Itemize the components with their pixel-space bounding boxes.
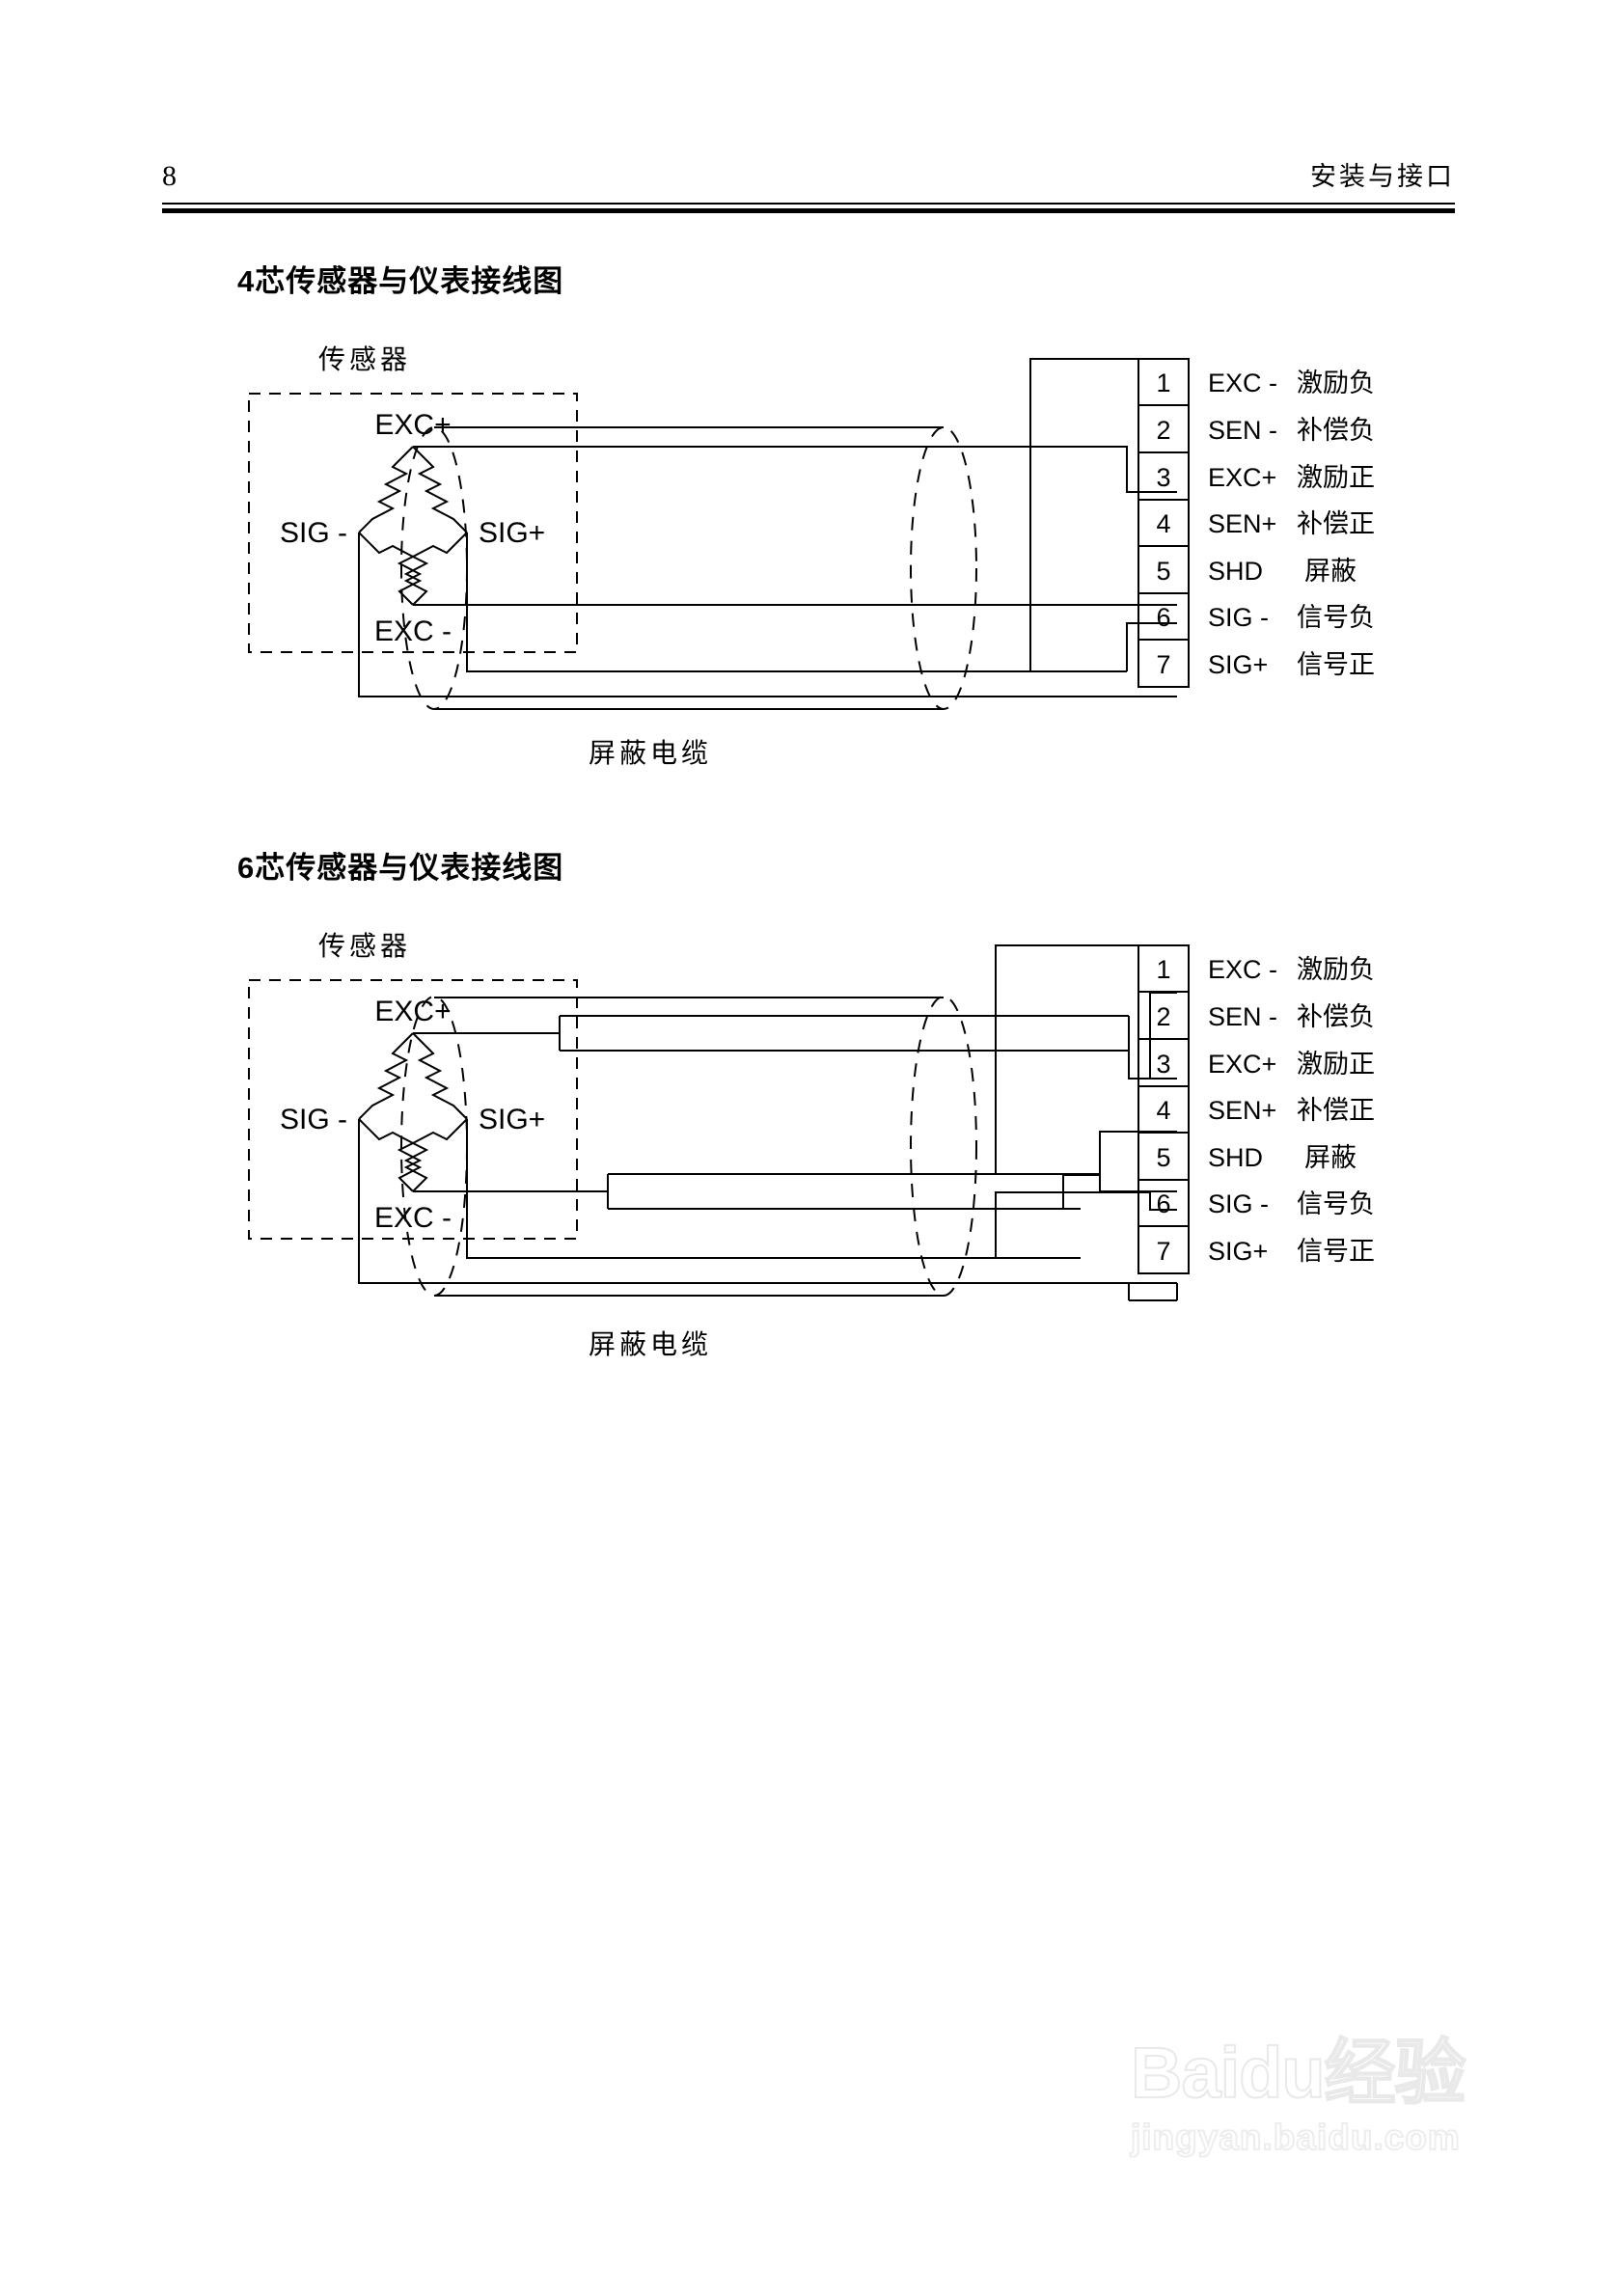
terminal-block-4core xyxy=(1137,358,1190,688)
terminal-code: EXC+ xyxy=(1208,463,1276,492)
terminal-name: 补偿正 xyxy=(1297,1096,1375,1125)
section-title-6core: 6芯传感器与仪表接线图 xyxy=(237,851,564,885)
terminal-code: EXC - xyxy=(1208,955,1277,984)
terminal-number: 3 xyxy=(1156,463,1170,492)
wiring-diagram-4core: 传感器 EXC+ EXC - SIG - SIG+ xyxy=(154,328,1447,781)
terminal-number: 4 xyxy=(1156,1096,1170,1125)
cable-caption-4core: 屏蔽电缆 xyxy=(589,738,712,769)
terminal-name: 激励正 xyxy=(1297,463,1375,492)
watermark-url: jingyan.baidu.com xyxy=(1130,2117,1461,2158)
terminal-number: 4 xyxy=(1156,509,1170,538)
terminal-code: SIG+ xyxy=(1208,1237,1268,1266)
wheatstone-bridge-6core xyxy=(358,1032,468,1192)
cable-body-4core xyxy=(400,426,977,710)
sensor-dashed-boundary-6core xyxy=(248,979,578,1240)
terminal-number: 2 xyxy=(1156,1002,1170,1031)
wheatstone-bridge-4core xyxy=(358,446,468,606)
terminal-number: 6 xyxy=(1156,603,1170,632)
terminal-name: 信号负 xyxy=(1297,603,1375,632)
sensor-caption-6core: 传感器 xyxy=(318,931,411,962)
bridge-label-sig-plus-4core: SIG+ xyxy=(479,517,545,549)
bridge-label-sig-plus-6core: SIG+ xyxy=(479,1104,545,1135)
terminal-name: 信号负 xyxy=(1297,1189,1375,1218)
cable-caption-6core: 屏蔽电缆 xyxy=(589,1329,712,1360)
terminal-code: SIG - xyxy=(1208,1189,1269,1218)
terminal-code: SIG - xyxy=(1208,603,1269,632)
terminal-number: 6 xyxy=(1156,1189,1170,1218)
terminal-number: 2 xyxy=(1156,416,1170,445)
terminal-number: 1 xyxy=(1156,955,1170,984)
terminal-code: SHD xyxy=(1208,1143,1263,1172)
header-rule-thin xyxy=(162,203,1455,205)
terminal-code: SHD xyxy=(1208,557,1263,586)
terminal-code: SEN+ xyxy=(1208,509,1276,538)
terminal-name: 屏蔽 xyxy=(1304,1143,1357,1172)
terminal-name: 屏蔽 xyxy=(1304,557,1357,586)
terminal-name: 补偿负 xyxy=(1297,416,1375,445)
terminal-number: 7 xyxy=(1156,1237,1170,1266)
terminal-number: 5 xyxy=(1156,557,1170,586)
terminal-routing-4core xyxy=(984,358,1177,697)
cable-body-6core xyxy=(400,996,977,1297)
terminal-code: EXC+ xyxy=(1208,1050,1276,1079)
terminal-code: EXC - xyxy=(1208,369,1277,397)
terminal-number: 7 xyxy=(1156,650,1170,679)
section-title-4core: 4芯传感器与仪表接线图 xyxy=(237,264,564,298)
terminal-block-6core xyxy=(1137,944,1190,1274)
terminal-name: 激励负 xyxy=(1297,955,1375,984)
chapter-title: 安装与接口 xyxy=(1310,162,1455,191)
terminal-name: 信号正 xyxy=(1297,650,1375,679)
header-rule-thick xyxy=(162,208,1455,213)
bridge-label-sig-minus-6core: SIG - xyxy=(280,1104,347,1135)
terminal-code: SEN - xyxy=(1208,1002,1277,1031)
watermark-brand: Baidu经验 xyxy=(1130,2033,1555,2114)
terminal-name: 激励正 xyxy=(1297,1050,1375,1079)
terminal-routing-6core xyxy=(995,944,1178,1301)
wiring-diagram-6core: 传感器 EXC+ EXC - SIG - SIG+ xyxy=(154,915,1447,1368)
bridge-label-sig-minus-4core: SIG - xyxy=(280,517,347,549)
watermark-brand-text: Baidu xyxy=(1130,2033,1327,2113)
bridge-label-exc-plus-4core: EXC+ xyxy=(374,409,451,441)
sensor-caption-4core: 传感器 xyxy=(318,344,411,375)
terminal-name: 激励负 xyxy=(1297,369,1375,397)
sensor-dashed-boundary-4core xyxy=(248,393,578,653)
terminal-number: 1 xyxy=(1156,369,1170,397)
sensor-lead-wires-6core xyxy=(358,1015,1081,1284)
bridge-label-exc-minus-4core: EXC - xyxy=(374,615,452,647)
baidu-watermark: Baidu经验 jingyan.baidu.com xyxy=(1130,2033,1555,2228)
terminal-number: 5 xyxy=(1156,1143,1170,1172)
bridge-label-exc-minus-6core: EXC - xyxy=(374,1202,452,1234)
terminal-code: SEN+ xyxy=(1208,1096,1276,1125)
terminal-name: 补偿正 xyxy=(1297,509,1375,538)
bridge-label-exc-plus-6core: EXC+ xyxy=(374,996,451,1027)
terminal-name: 补偿负 xyxy=(1297,1002,1375,1031)
page-header: 8 安装与接口 xyxy=(162,162,1455,206)
terminal-code: SIG+ xyxy=(1208,650,1268,679)
watermark-brand-cn: 经验 xyxy=(1324,2035,1467,2114)
terminal-code: SEN - xyxy=(1208,416,1277,445)
terminal-number: 3 xyxy=(1156,1050,1170,1079)
page-number: 8 xyxy=(162,160,177,192)
terminal-name: 信号正 xyxy=(1297,1237,1375,1266)
